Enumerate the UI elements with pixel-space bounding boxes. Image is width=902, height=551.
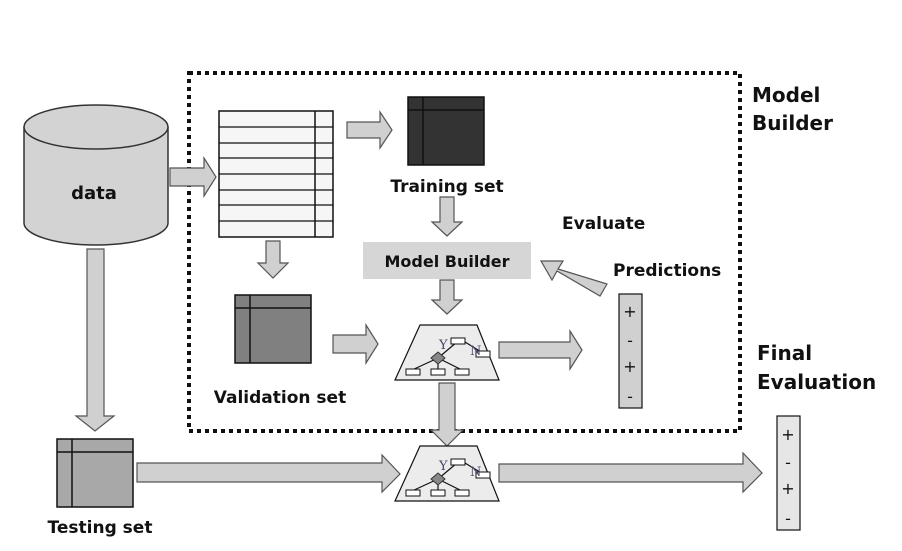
predictions-column: + - + - bbox=[618, 293, 643, 409]
prediction-value: - bbox=[627, 387, 633, 406]
testing-set-table bbox=[56, 438, 134, 508]
region-label-line2: Builder bbox=[752, 111, 833, 135]
tree-yes-label: Y bbox=[438, 338, 448, 353]
tree-no-label: N bbox=[470, 344, 481, 359]
model-builder-box bbox=[363, 242, 531, 279]
final-value: + bbox=[781, 479, 794, 498]
data-label: data bbox=[71, 183, 117, 204]
final-evaluation-column: + - + - bbox=[776, 415, 801, 531]
final-evaluation-line2: Evaluation bbox=[757, 370, 876, 394]
testing-set-label: Testing set bbox=[48, 518, 153, 538]
validation-set-table bbox=[234, 294, 312, 364]
decision-tree-model: Y N bbox=[394, 324, 500, 381]
final-evaluation-line1: Final bbox=[757, 341, 812, 365]
arrow-model-to-final-model bbox=[429, 382, 465, 447]
arrow-validation-to-model bbox=[332, 322, 379, 366]
arrow-testing-to-model bbox=[136, 453, 401, 494]
arrow-model-to-predictions bbox=[498, 328, 583, 372]
tree-no-label: N bbox=[470, 465, 481, 480]
arrow-evaluate-feedback bbox=[539, 260, 608, 297]
arrow-model-to-final-evaluation bbox=[498, 451, 763, 494]
prediction-value: + bbox=[623, 357, 636, 376]
training-set-table bbox=[407, 96, 485, 166]
arrow-to-training-set bbox=[346, 110, 393, 150]
arrow-builder-to-model bbox=[430, 279, 464, 315]
arrow-data-to-testing bbox=[74, 248, 116, 432]
final-value: - bbox=[785, 509, 791, 528]
final-value: - bbox=[785, 453, 791, 472]
tree-yes-label: Y bbox=[438, 459, 448, 474]
region-label-line1: Model bbox=[752, 83, 820, 107]
model-builder-box-label: Model Builder bbox=[384, 252, 509, 271]
arrow-training-to-builder bbox=[430, 196, 464, 237]
prediction-value: - bbox=[627, 331, 633, 350]
prediction-value: + bbox=[623, 302, 636, 321]
training-set-label: Training set bbox=[390, 177, 503, 197]
model-builder-region bbox=[187, 71, 742, 433]
validation-set-label: Validation set bbox=[214, 388, 346, 408]
arrow-to-validation-set bbox=[256, 240, 290, 279]
data-cylinder: data bbox=[23, 104, 169, 246]
arrow-data-to-table bbox=[169, 155, 217, 199]
predictions-label: Predictions bbox=[613, 261, 721, 281]
full-dataset-table bbox=[218, 110, 334, 238]
final-value: + bbox=[781, 425, 794, 444]
decision-tree-model-final: Y N bbox=[394, 445, 500, 502]
evaluate-label: Evaluate bbox=[562, 214, 645, 234]
